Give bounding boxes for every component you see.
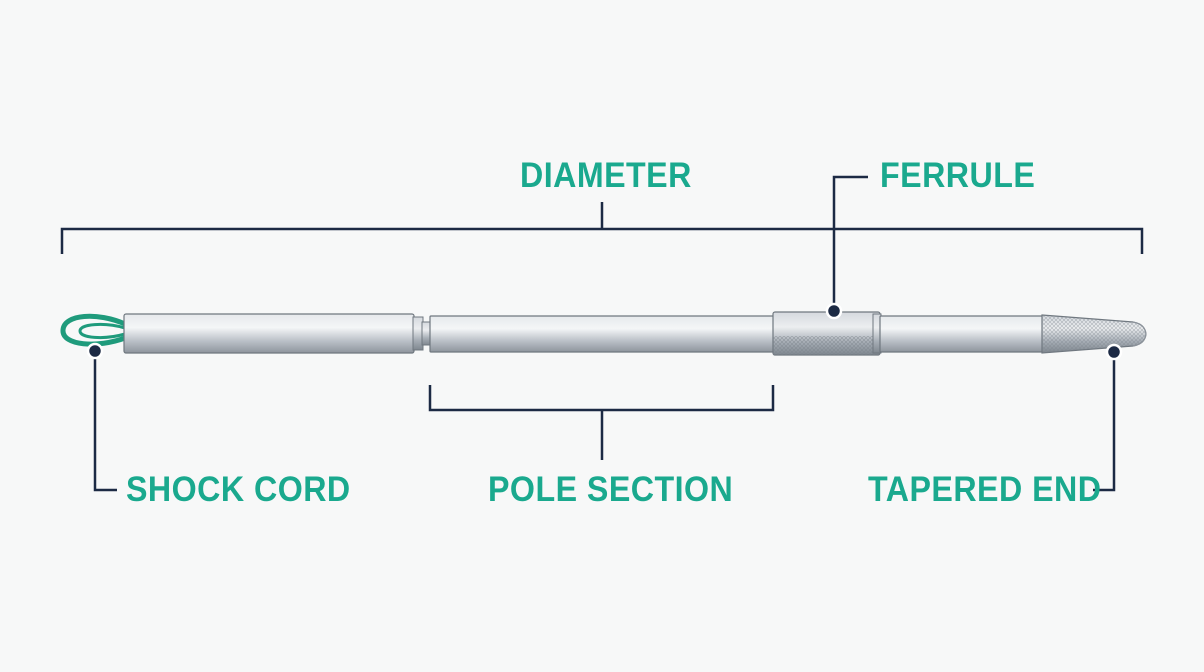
tapered-end-callout-dot <box>1105 343 1123 361</box>
shock-cord-leader <box>93 351 117 492</box>
pole-section-bracket <box>428 385 775 460</box>
label-diameter: DIAMETER <box>520 156 692 195</box>
diameter-bracket <box>60 202 1144 254</box>
pole-tube-1 <box>123 313 415 354</box>
label-tapered-end: TAPERED END <box>868 470 1102 509</box>
label-pole-section: POLE SECTION <box>488 470 734 509</box>
tent-pole <box>60 311 1147 356</box>
label-shock-cord: SHOCK CORD <box>126 470 351 509</box>
ferrule-callout-dot <box>825 302 843 320</box>
ferrule-leader <box>832 175 868 311</box>
shock-cord-loop <box>60 313 128 347</box>
pole-tube-3 <box>879 315 1044 353</box>
label-ferrule: FERRULE <box>880 156 1036 195</box>
shock-cord-callout-dot <box>86 342 104 360</box>
tapered-end-leader <box>1093 352 1116 492</box>
pole-tube-2 <box>429 315 775 353</box>
